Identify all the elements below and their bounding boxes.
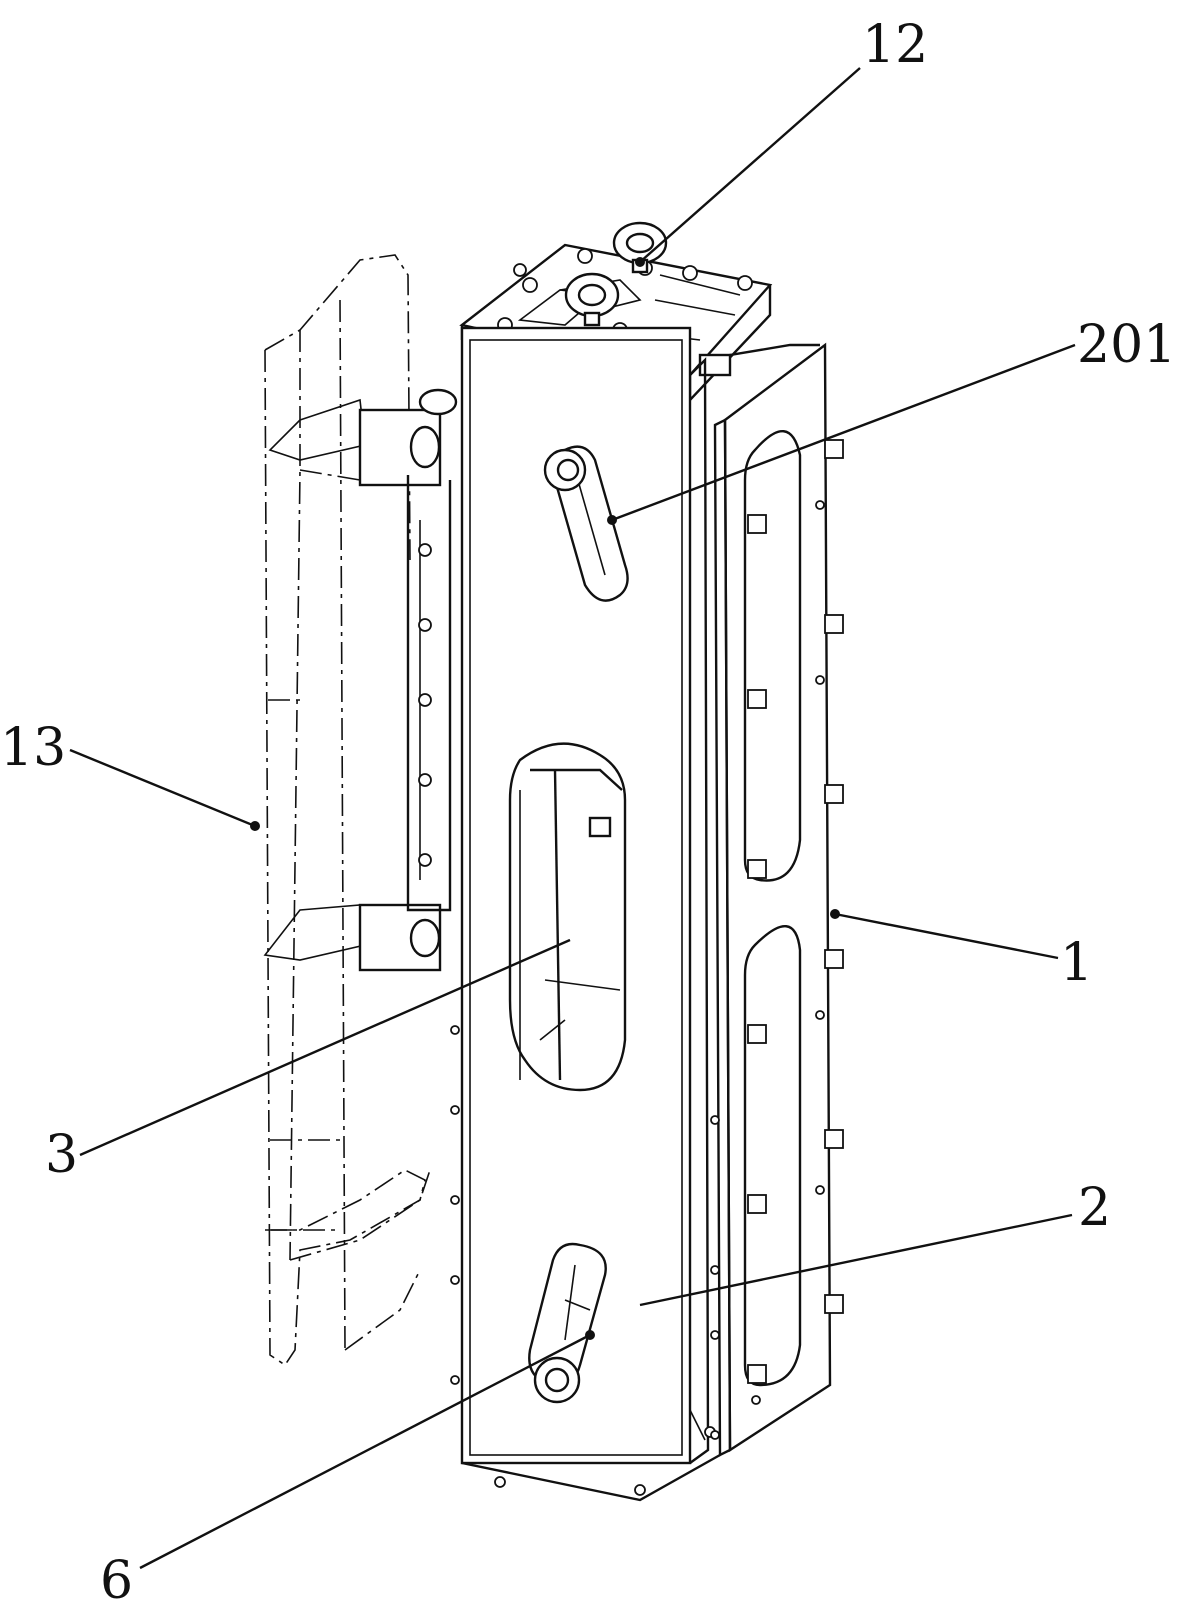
reference-labels: 12 201 13 1 3 2 6 bbox=[0, 15, 1176, 1611]
leader-1 bbox=[834, 912, 1059, 960]
label-6: 6 bbox=[100, 1551, 133, 1611]
leader-2 bbox=[639, 1213, 1073, 1307]
leader-lines bbox=[69, 67, 1076, 1570]
upper-slot bbox=[543, 445, 629, 602]
front-plate bbox=[450, 326, 721, 1502]
leader-13 bbox=[69, 748, 256, 828]
label-201: 201 bbox=[1077, 315, 1176, 375]
lifting-eye-b bbox=[564, 272, 620, 327]
leader-3 bbox=[79, 938, 571, 1157]
center-window bbox=[508, 742, 627, 1092]
phantom-frame bbox=[263, 254, 431, 1367]
leader-12 bbox=[639, 67, 861, 263]
hinge-assembly bbox=[358, 388, 458, 972]
bolt-column-left bbox=[747, 514, 767, 1384]
top-cover bbox=[459, 221, 820, 404]
label-2: 2 bbox=[1078, 1178, 1111, 1238]
leader-6 bbox=[139, 1333, 591, 1570]
lower-slot bbox=[528, 1242, 607, 1404]
bolt-column-right bbox=[824, 439, 844, 1314]
label-3: 3 bbox=[45, 1125, 78, 1185]
leader-201 bbox=[611, 343, 1076, 522]
label-13: 13 bbox=[0, 718, 66, 778]
label-1: 1 bbox=[1060, 933, 1093, 993]
side-plate bbox=[713, 342, 844, 1457]
label-12: 12 bbox=[862, 15, 928, 75]
